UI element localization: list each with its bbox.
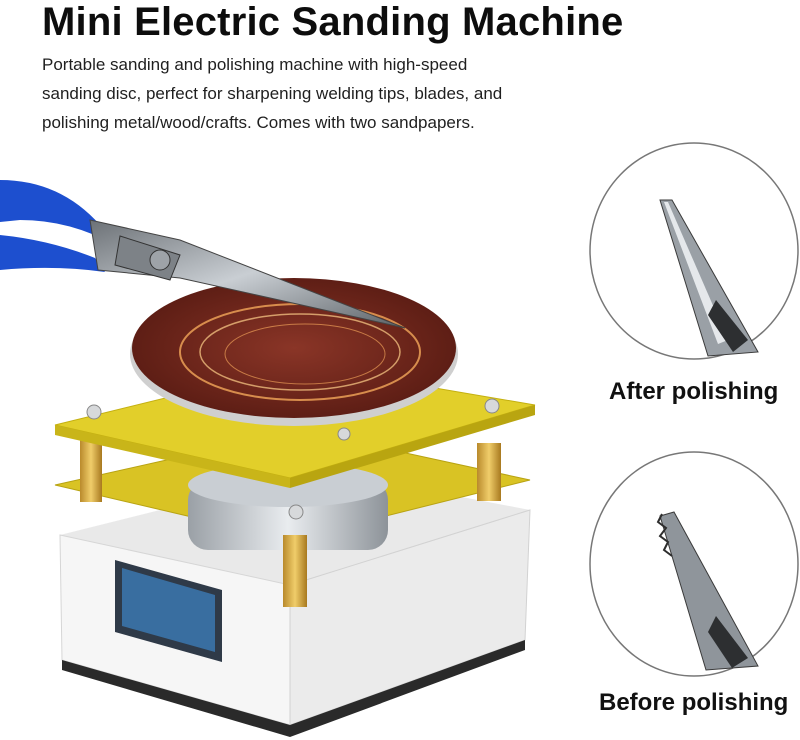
- product-description: Portable sanding and polishing machine w…: [42, 50, 602, 137]
- standoff: [80, 440, 102, 502]
- display-window: [115, 560, 222, 662]
- sanding-machine-illustration: [0, 180, 536, 737]
- pliers-illustration: [0, 180, 406, 329]
- page-title: Mini Electric Sanding Machine: [42, 0, 624, 44]
- description-line: polishing metal/wood/crafts. Comes with …: [42, 113, 475, 132]
- standoff: [477, 443, 501, 501]
- sanding-disc: [130, 278, 458, 426]
- plier-tip-after-illustration: [589, 142, 799, 360]
- standoff: [283, 535, 307, 607]
- description-line: Portable sanding and polishing machine w…: [42, 55, 468, 74]
- after-polishing-label: After polishing: [609, 378, 779, 405]
- before-polishing-label: Before polishing: [599, 689, 789, 716]
- plier-tip-before-illustration: [589, 451, 799, 677]
- description-line: sanding disc, perfect for sharpening wel…: [42, 84, 503, 103]
